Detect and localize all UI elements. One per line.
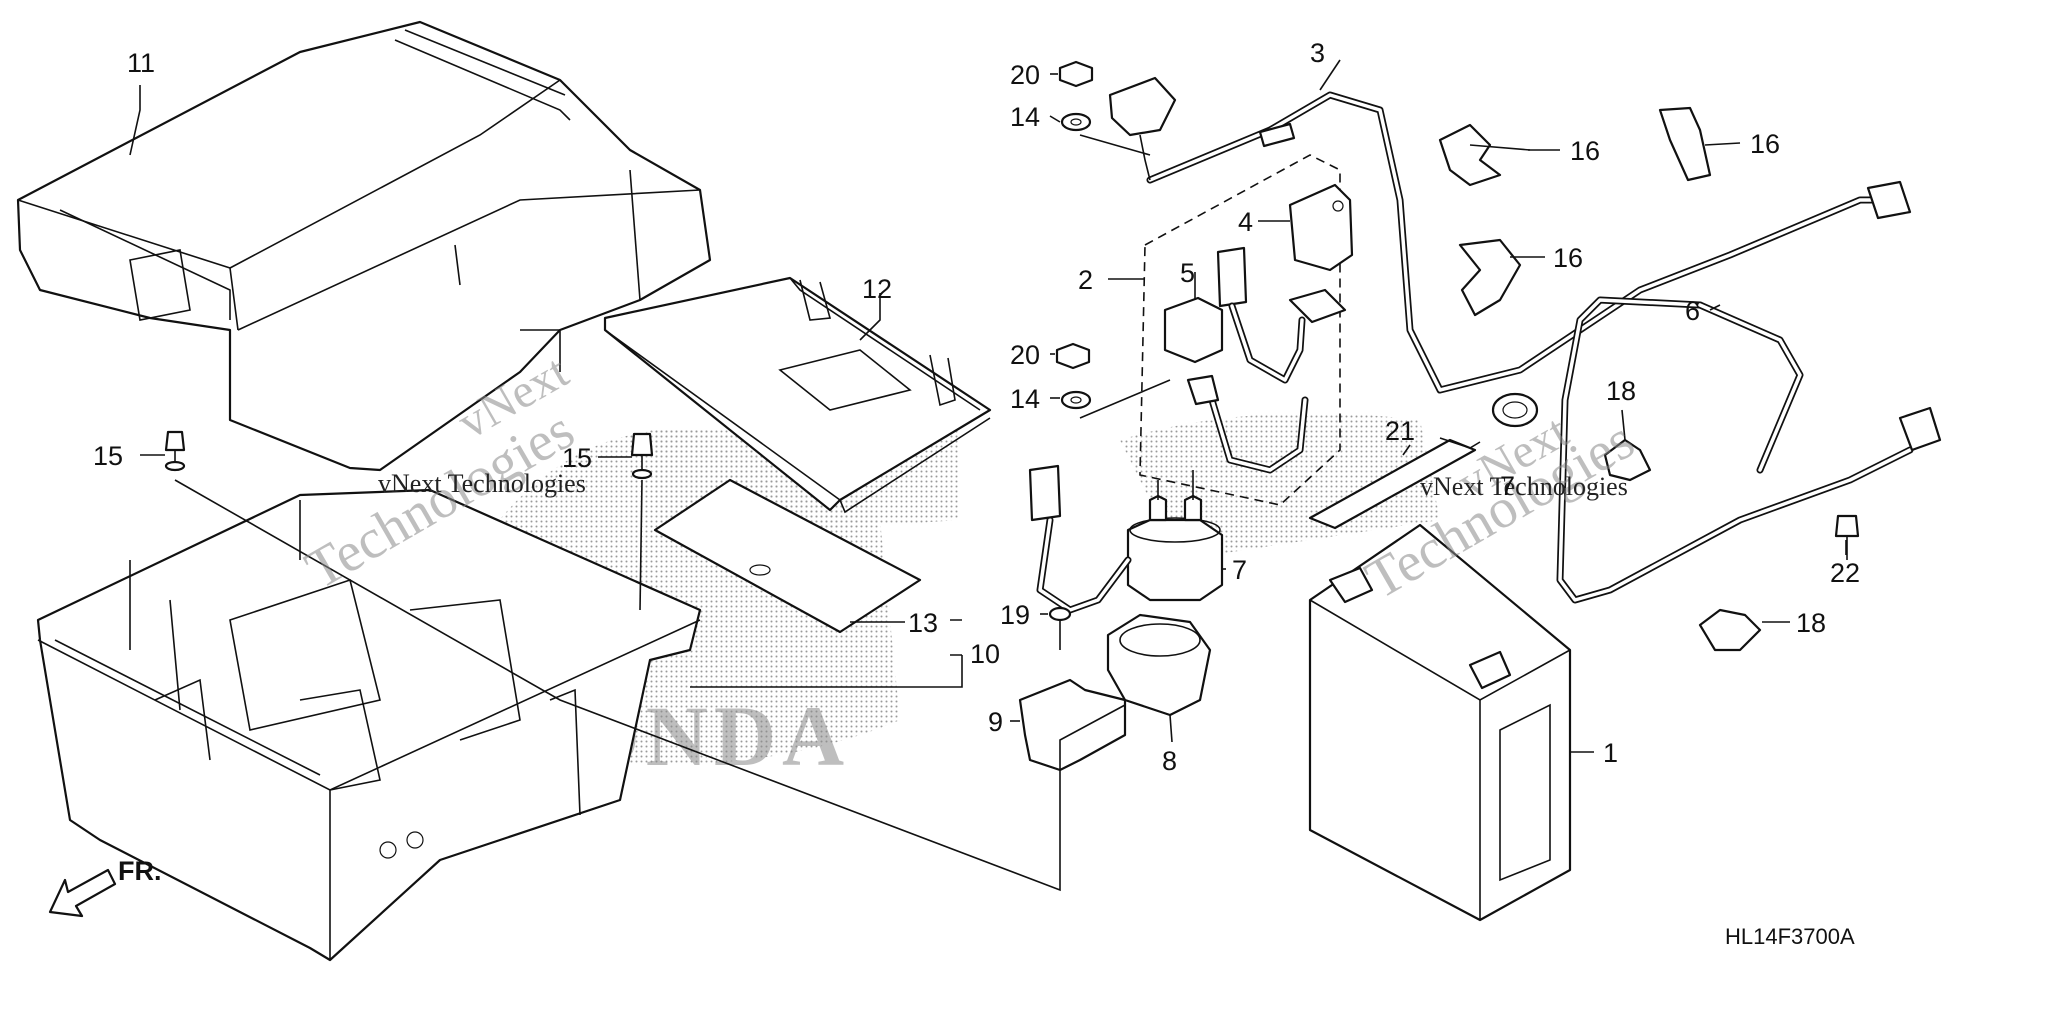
part-17-cable-clip — [1491, 392, 1539, 428]
callout-9: 9 — [988, 707, 1003, 737]
part-15-bolt-right — [630, 432, 654, 480]
callout-22: 22 — [1830, 558, 1860, 588]
part-5-fuse-cover — [1163, 296, 1224, 364]
part-19-screw — [1048, 606, 1072, 650]
callout-5: 5 — [1180, 258, 1195, 288]
part-2-harness-group — [1139, 154, 1341, 506]
callout-15-right: 15 — [562, 443, 592, 473]
part-15-bolt-left — [164, 430, 186, 472]
front-direction-arrow: FR. — [48, 856, 162, 918]
callout-11: 11 — [127, 48, 155, 78]
callout-16-c: 16 — [1553, 243, 1583, 273]
part-20-nut-lower — [1055, 342, 1091, 370]
part-7-starter-relay — [1028, 464, 1224, 614]
callout-14-lower: 14 — [1010, 384, 1040, 414]
front-label: FR. — [118, 856, 162, 886]
callout-6: 6 — [1685, 296, 1700, 326]
leader-lines — [129, 59, 1847, 892]
callout-1: 1 — [1603, 738, 1618, 768]
part-6-battery-wire — [1556, 296, 1942, 604]
part-14-washer-upper — [1060, 112, 1092, 132]
callout-3: 3 — [1310, 38, 1325, 68]
part-11-battery-box-cover — [16, 20, 712, 472]
callout-19: 19 — [1000, 600, 1030, 630]
part-16-band-clamp-c — [1458, 238, 1522, 317]
callout-18-upper: 18 — [1606, 376, 1636, 406]
battery-box-case — [36, 488, 702, 962]
harness-connectors — [1186, 246, 1347, 474]
part-21-battery-band — [1308, 437, 1481, 530]
diagram-code: HL14F3700A — [1725, 924, 1855, 949]
callout-4: 4 — [1238, 207, 1253, 237]
callout-2: 2 — [1078, 265, 1093, 295]
callout-7: 7 — [1232, 555, 1247, 585]
callout-21: 21 — [1385, 416, 1415, 446]
part-22-bolt — [1834, 514, 1860, 560]
callout-16-b: 16 — [1750, 129, 1780, 159]
part-9-relay-bracket — [1018, 678, 1127, 772]
part-1-battery — [1308, 523, 1572, 922]
callouts: 1 2 3 4 5 6 7 7 8 9 10 11 12 13 14 14 15… — [93, 38, 1860, 776]
callout-8: 8 — [1162, 746, 1177, 776]
callout-18-lower: 18 — [1796, 608, 1826, 638]
callout-20-lower: 20 — [1010, 340, 1040, 370]
callout-13: 13 — [908, 608, 938, 638]
part-16-band-clamp-b — [1658, 106, 1712, 182]
callout-12: 12 — [862, 274, 892, 304]
part-4-terminal-cover — [1288, 183, 1354, 272]
part-16-band-clamp-a — [1438, 123, 1531, 187]
part-8-relay-holder — [1106, 613, 1212, 717]
part-20-nut-upper — [1058, 60, 1094, 88]
terminal-boot — [1108, 76, 1177, 181]
callout-7-watermark: 7 — [1500, 471, 1515, 501]
part-3-battery-cable — [1146, 91, 1912, 394]
callout-15-left: 15 — [93, 441, 123, 471]
callout-20-upper: 20 — [1010, 60, 1040, 90]
watermark-inline-right: vNext Technologies — [1420, 472, 1628, 501]
part-18-clip-lower — [1698, 608, 1762, 652]
part-12-tray-cover — [603, 276, 992, 514]
part-13-battery-sheet — [653, 478, 922, 634]
watermark-inline-left: vNext Technologies — [378, 469, 586, 498]
callout-16-a: 16 — [1570, 136, 1600, 166]
callout-14-upper: 14 — [1010, 102, 1040, 132]
part-14-washer-lower — [1060, 390, 1092, 410]
callout-10: 10 — [970, 639, 1000, 669]
